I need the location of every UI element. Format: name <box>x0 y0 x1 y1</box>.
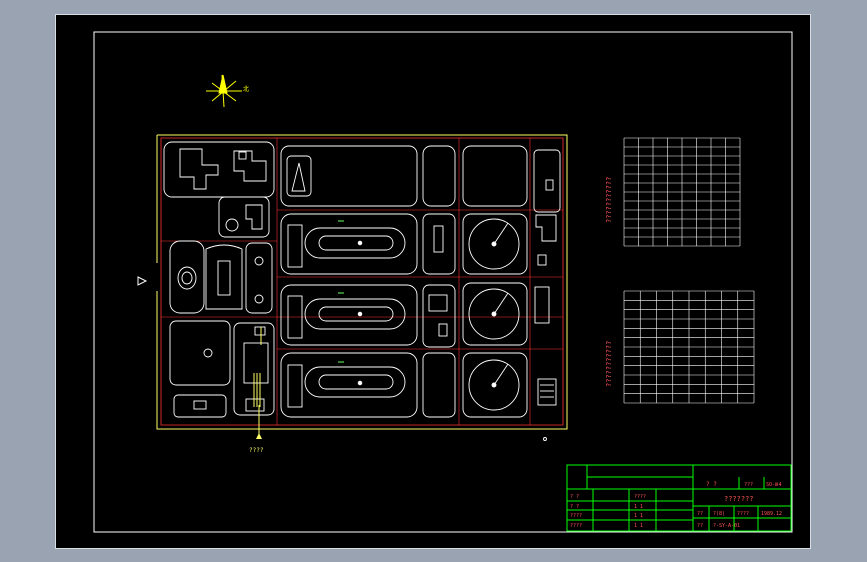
tb-row4-b: 1 1 <box>634 523 643 529</box>
tb-code-c: ?? <box>697 523 703 529</box>
legend-table-top <box>623 137 741 247</box>
north-arrow: 北 <box>206 74 249 108</box>
oxidation-ditch-2 <box>280 284 418 346</box>
inlet-label: ???? <box>249 447 264 454</box>
office-block <box>163 141 275 198</box>
entrance-marker <box>137 276 148 286</box>
inner-frame <box>93 31 793 533</box>
legend-table-bottom <box>623 290 755 404</box>
title-project: ? ? <box>706 481 717 488</box>
title-block: ? ? ??? SO-Ⅲ4 ??????? ? ? ???? ? ? 1 1 ?… <box>566 464 792 532</box>
clarifier-1 <box>462 213 528 275</box>
tb-code-b-label: ???? <box>737 511 749 517</box>
inlet-arrow <box>256 433 262 439</box>
tb-code-a-value: ?(8) <box>713 511 725 517</box>
title-scale-label: ??? <box>744 482 753 488</box>
clarifier-2 <box>462 282 528 346</box>
clarifier-3 <box>462 352 528 418</box>
drawing-sheet: 北 <box>55 14 811 549</box>
aeration-pipes <box>338 220 344 363</box>
tb-row2-a: ? ? <box>570 504 579 510</box>
tb-row1-b: ???? <box>634 494 646 500</box>
process-pipes <box>253 327 262 439</box>
tb-code-a: ?? <box>697 511 703 517</box>
drawing-title: ??????? <box>724 495 754 503</box>
north-label: 北 <box>243 85 249 93</box>
tb-row3-b: 1 1 <box>634 513 643 519</box>
oxidation-ditch-3 <box>280 352 418 418</box>
oxidation-ditch-1 <box>280 213 418 275</box>
title-scale-value: SO-Ⅲ4 <box>766 482 782 488</box>
cad-drawing: 北 <box>93 31 793 533</box>
tb-code-b-value: 1989.12 <box>761 511 782 517</box>
legend-bottom-title: ??????????? <box>605 341 613 387</box>
tb-row4-a: ???? <box>570 523 582 529</box>
legend-top-title: ??????????? <box>605 177 613 223</box>
tb-row1-a: ? ? <box>570 494 579 500</box>
tb-row3-a: ???? <box>570 513 582 519</box>
tb-code-c-value: ?-SY-A-01 <box>713 523 740 529</box>
site-buildings <box>163 141 561 441</box>
tb-row2-b: 1 1 <box>634 504 643 510</box>
